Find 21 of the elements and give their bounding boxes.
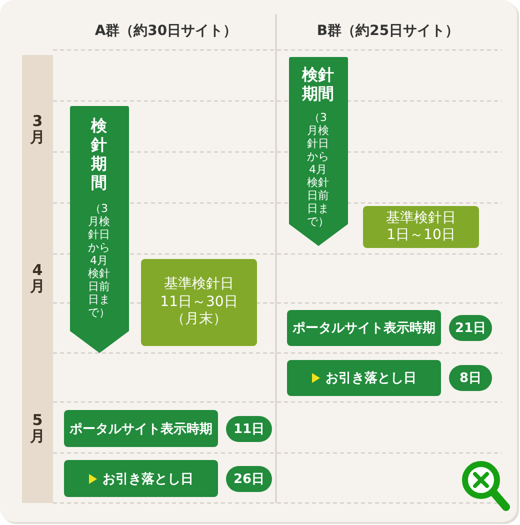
period-box: ポータルサイト表示時期 <box>287 310 441 346</box>
reference-date-box <box>363 206 479 248</box>
period-title: 検針期間 <box>90 116 108 192</box>
payment-date-box <box>287 360 441 396</box>
period-note: （3月検針日から4月検針日前日まで） <box>87 202 111 319</box>
month-label: 3月 <box>22 55 53 203</box>
period-title: 検針期間 <box>301 65 335 103</box>
box-heading: 基準検針日 <box>164 276 234 294</box>
column-heading: B群（約25日サイト） <box>316 22 460 41</box>
reference-date-box <box>141 259 257 346</box>
payment-date-box <box>64 460 218 497</box>
box-text: 11日～30日（月末） <box>159 294 239 329</box>
box-label: お引き落とし日 <box>102 470 194 488</box>
box-text: 1日～10日 <box>386 227 456 244</box>
column-heading: A群（約30日サイト） <box>94 22 238 41</box>
period-box: ポータルサイト表示時期 <box>64 410 218 447</box>
box-heading: 基準検針日 <box>386 210 456 227</box>
period-note: （3月検針日から4月検針日前日まで） <box>306 111 330 228</box>
month-label: 4月 <box>22 203 53 353</box>
box-label: お引き落とし日 <box>326 370 416 387</box>
month-label: 5月 <box>22 353 53 503</box>
